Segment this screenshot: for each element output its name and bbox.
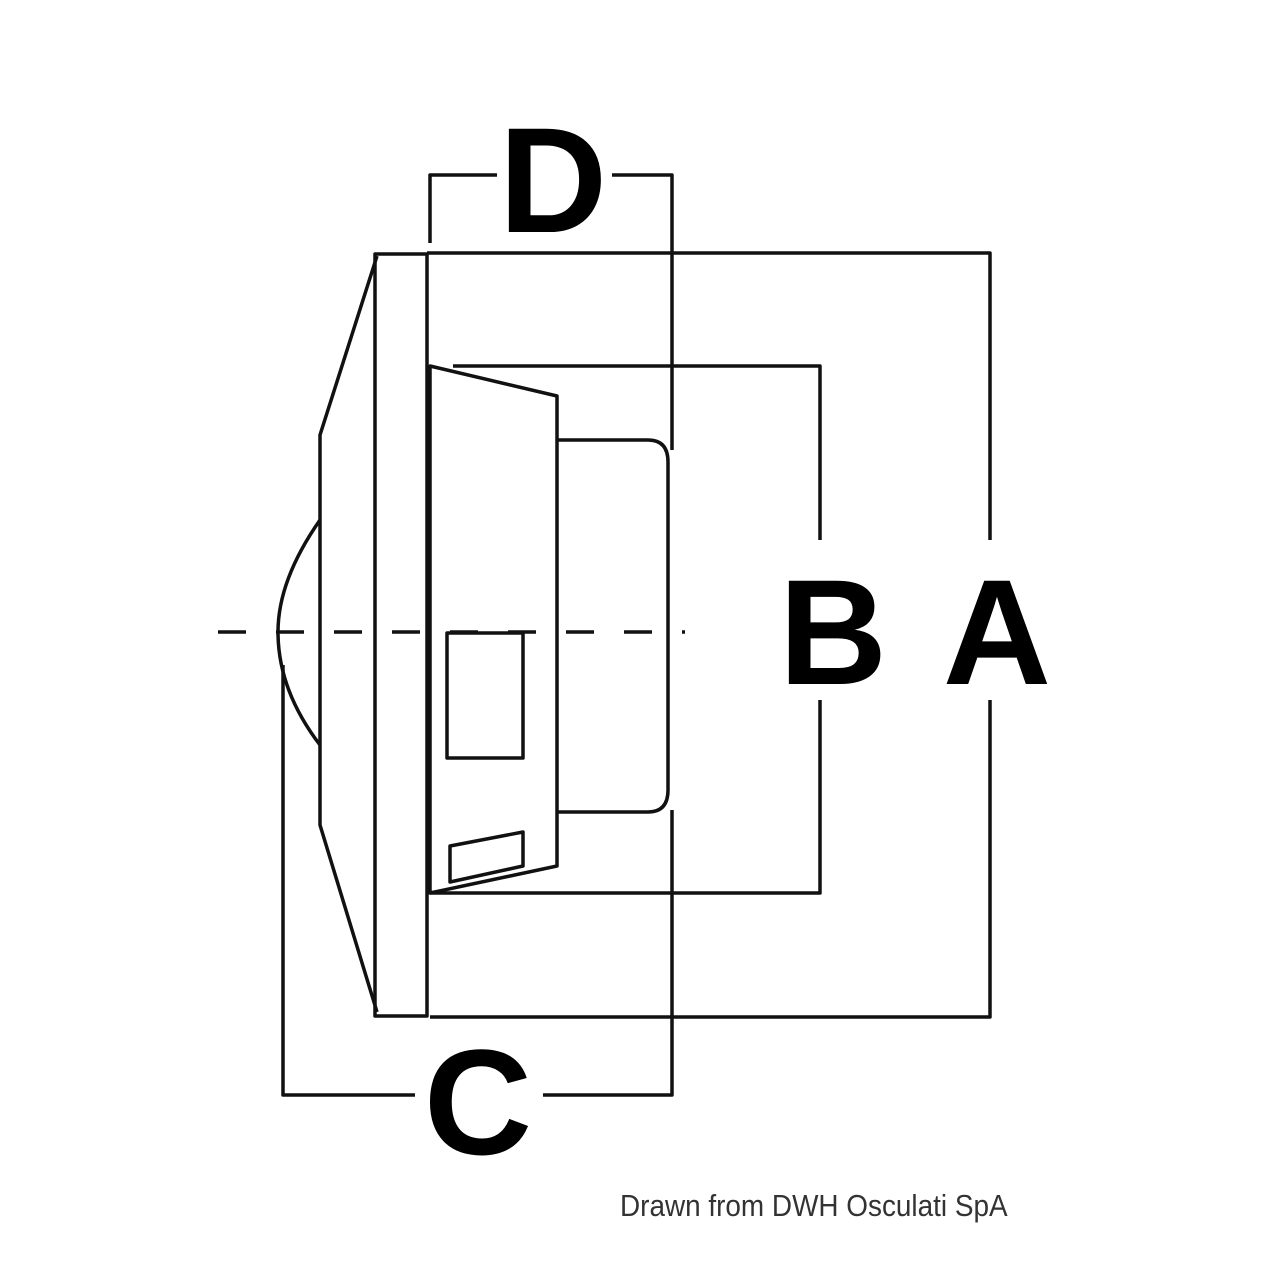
connector-block — [445, 631, 525, 760]
dimension-c-line — [281, 665, 674, 1097]
credit-text: Drawn from DWH Osculati SpA — [620, 1188, 1008, 1223]
front-dome-profile — [318, 255, 379, 1013]
dimension-label-b: B — [778, 548, 888, 716]
dimension-b-line — [430, 364, 822, 895]
dimension-d-line — [428, 173, 674, 450]
rear-cap — [557, 438, 670, 814]
front-lens-arc — [276, 518, 322, 747]
dimension-label-c: C — [423, 1018, 533, 1186]
flange-plate — [373, 252, 429, 1018]
dimension-label-d: D — [498, 96, 608, 264]
housing-body — [428, 364, 559, 895]
dimension-label-a: A — [942, 548, 1052, 716]
dimension-a-line — [427, 251, 992, 1019]
clip-tab — [448, 830, 525, 884]
